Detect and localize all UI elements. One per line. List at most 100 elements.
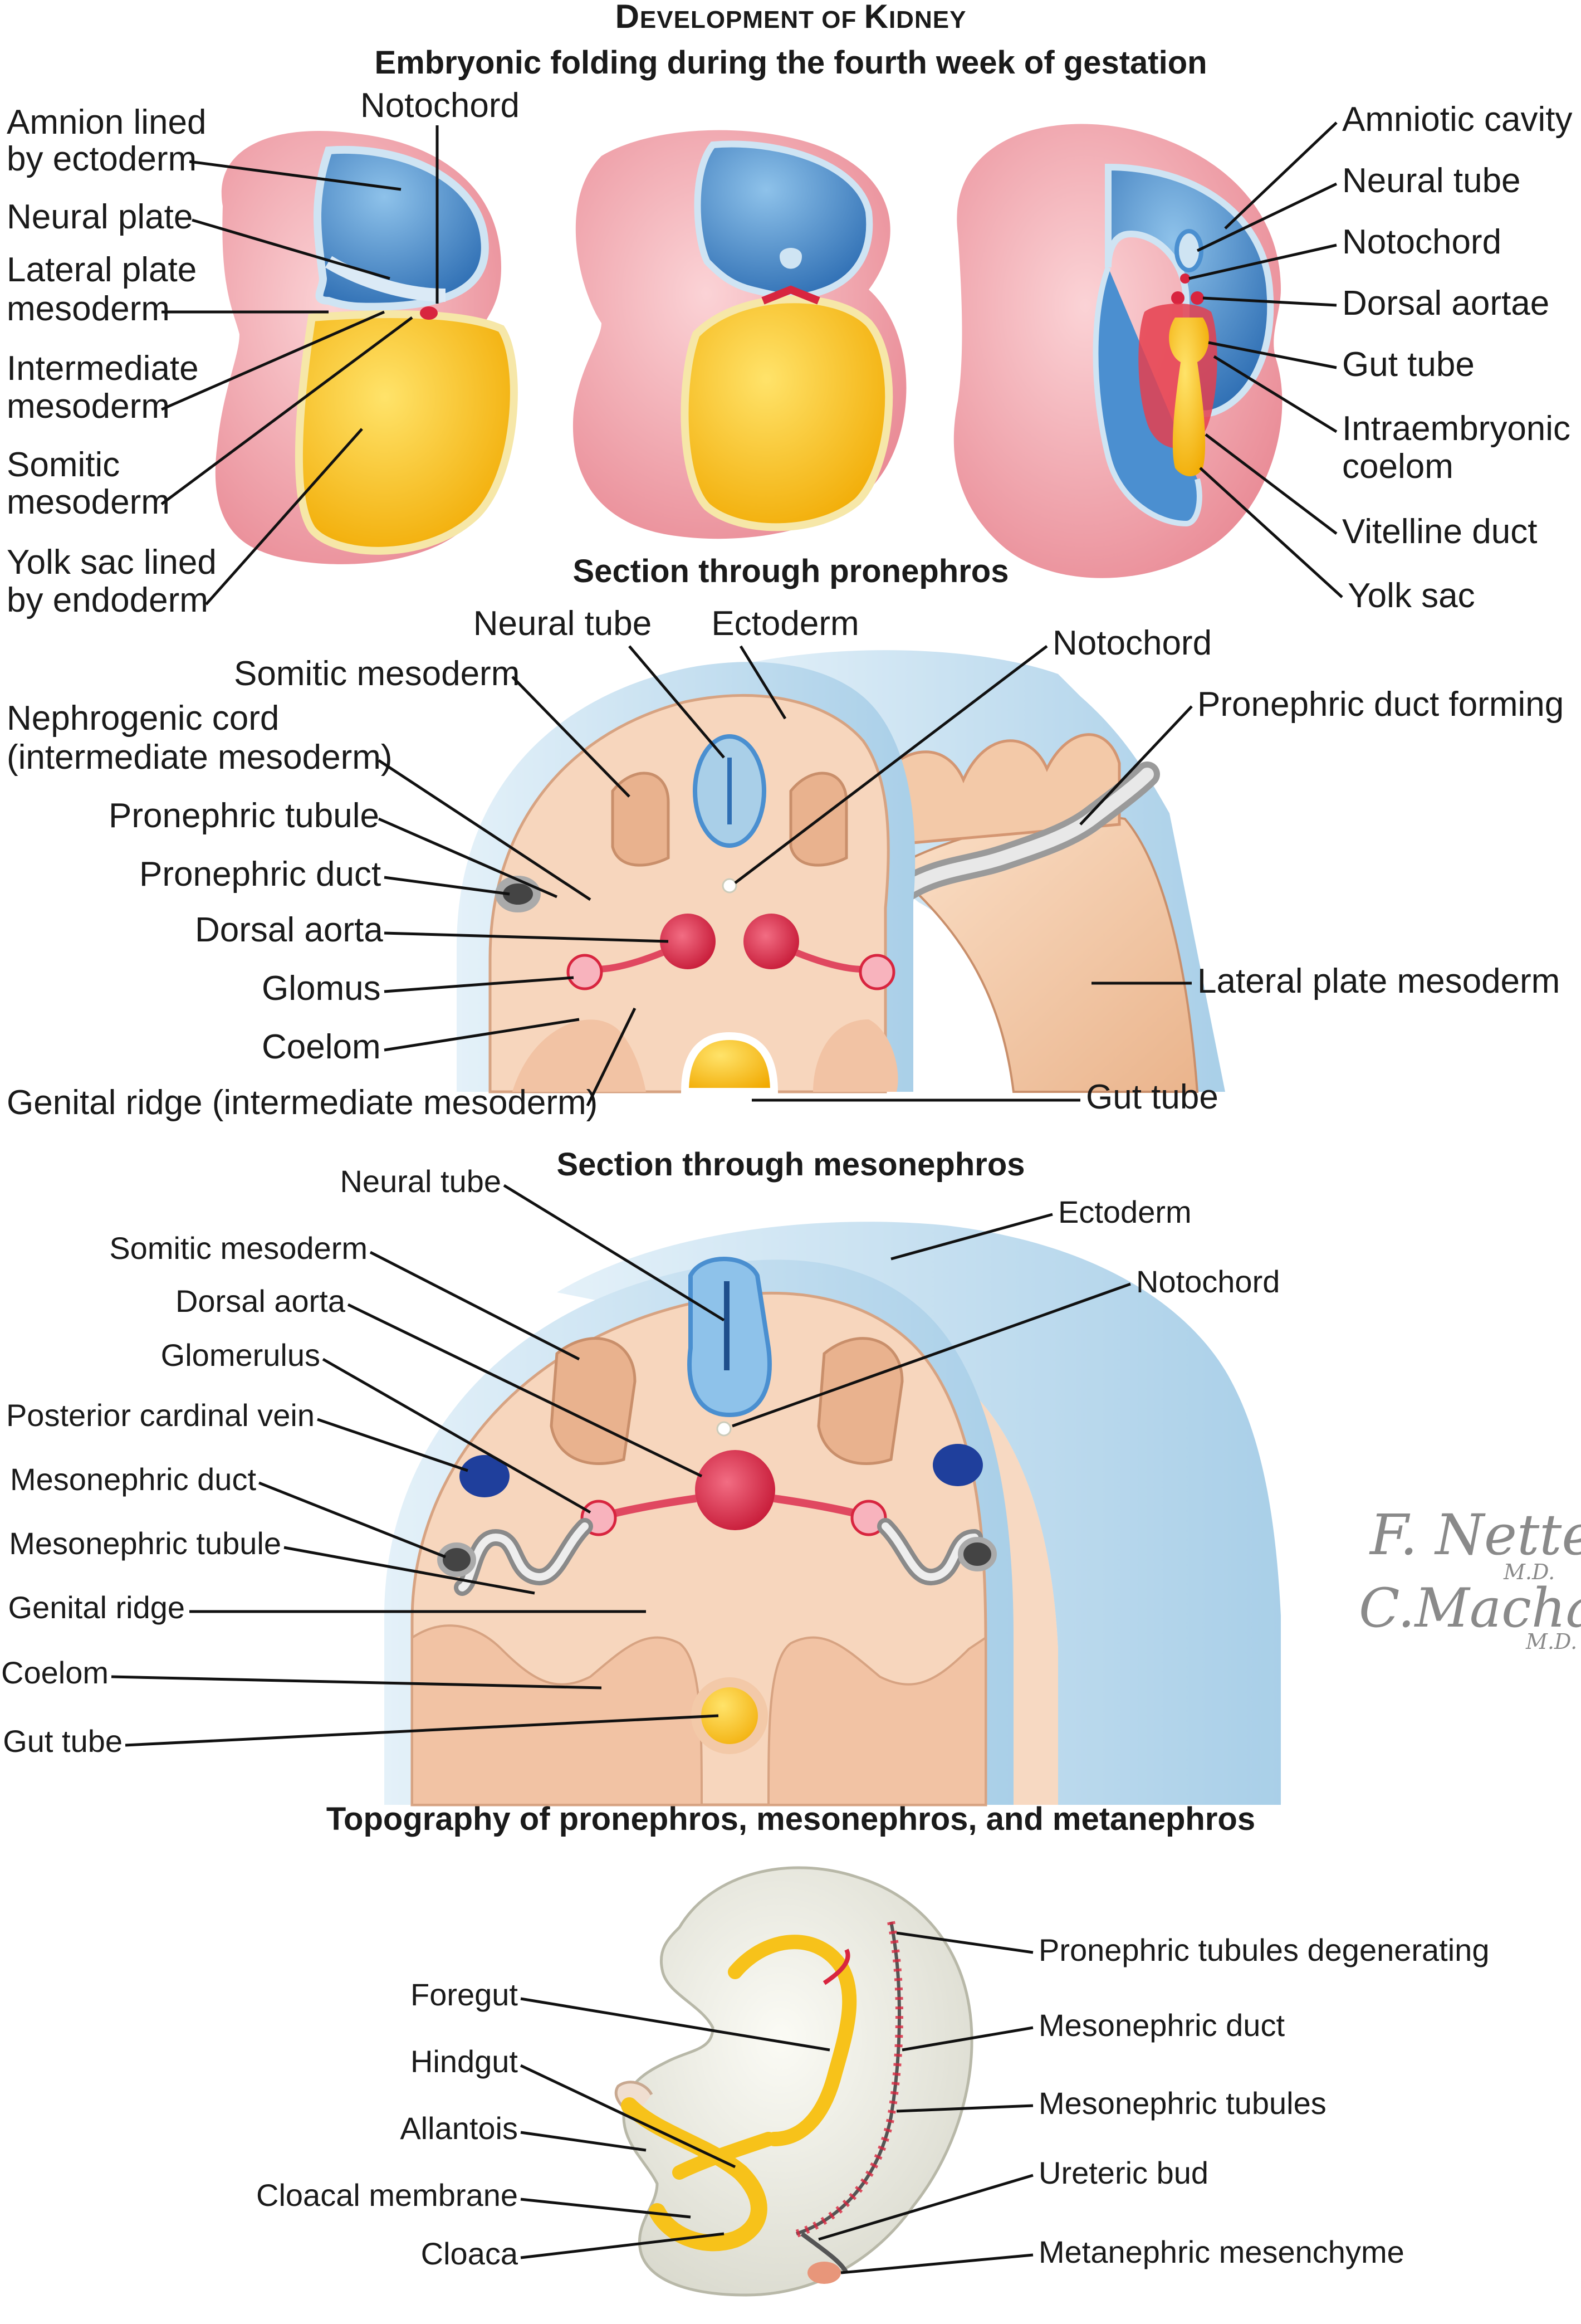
topo-mesonephric-tubules xyxy=(795,1921,903,2238)
embryo1-neural-plate xyxy=(325,256,446,302)
leader-neural-plate xyxy=(192,218,390,280)
leader-m-ectoderm xyxy=(890,1213,1053,1261)
topography-labels: Foregut Hindgut Allantois Cloacal membra… xyxy=(256,1931,1489,2274)
artist-signature: F. Netter M.D. C.Machado M.D. xyxy=(1359,1502,1581,1654)
label-p-somitic: Somitic mesoderm xyxy=(234,655,520,693)
embryo3-gut-tube xyxy=(1169,318,1209,476)
label-p-notochord: Notochord xyxy=(1053,624,1212,662)
folding-embryo-mid xyxy=(572,130,907,539)
topo-foregut xyxy=(728,1935,857,2146)
label-intermediate-1: Intermediate xyxy=(7,349,199,388)
label-m-cardinal-vein: Posterior cardinal vein xyxy=(6,1398,315,1433)
leader-neural-tube-r xyxy=(1196,182,1338,252)
embryo1-notochord xyxy=(420,306,438,320)
pronephros-glomus-vessel-right xyxy=(795,949,864,973)
leader-m-coelom xyxy=(111,1675,602,1690)
label-lateral-1: Lateral plate xyxy=(7,251,197,289)
label-p-nephrogenic-2: (intermediate mesoderm) xyxy=(7,738,393,777)
embryo2-neural-groove xyxy=(780,248,802,269)
leader-m-gut-tube xyxy=(125,1714,719,1747)
label-m-gut-tube: Gut tube xyxy=(3,1724,123,1759)
topography-title: Topography of pronephros, mesonephros, a… xyxy=(326,1801,1255,1837)
label-m-duct: Mesonephric duct xyxy=(10,1462,256,1497)
label-notochord-r: Notochord xyxy=(1342,223,1501,261)
leader-t-metanephric-mesenchyme xyxy=(840,2253,1034,2274)
leader-p-somitic xyxy=(511,676,630,798)
folding-title: Embryonic folding during the fourth week… xyxy=(374,45,1207,81)
mesonephros-section xyxy=(384,1222,1281,1807)
pronephros-coelom-left xyxy=(512,1019,646,1092)
leader-yolk xyxy=(205,428,363,606)
leader-p-duct xyxy=(384,876,510,896)
label-yolk-1: Yolk sac lined xyxy=(7,543,217,582)
label-m-dorsal-aorta: Dorsal aorta xyxy=(175,1283,346,1319)
label-somitic-2: mesoderm xyxy=(7,483,170,521)
leader-m-notochord xyxy=(732,1282,1131,1428)
folding-embryo-late xyxy=(953,124,1283,578)
mesonephros-duct-left xyxy=(437,1542,476,1577)
label-m-coelom: Coelom xyxy=(1,1655,109,1690)
leader-dorsal-aortae xyxy=(1202,296,1337,307)
leader-p-dorsal-aorta xyxy=(384,931,669,943)
label-t-foregut: Foregut xyxy=(410,1977,518,2012)
leader-p-genital-ridge xyxy=(586,1007,637,1107)
label-t-pronephric-tubules: Pronephric tubules degenerating xyxy=(1039,1932,1489,1967)
embryo3-aorta-left xyxy=(1171,291,1184,305)
label-p-glomus: Glomus xyxy=(262,969,381,1008)
leader-t-foregut xyxy=(520,1997,830,2052)
mesonephros-coelom-right xyxy=(767,1635,987,1806)
embryo3-neural-tube xyxy=(1174,229,1203,272)
signature-machado: C.Machado xyxy=(1359,1577,1581,1639)
label-t-cloaca: Cloaca xyxy=(421,2236,518,2271)
leader-m-glomerulus xyxy=(322,1358,591,1514)
topo-ureteric-bud xyxy=(800,2232,849,2274)
mesonephros-dorsal-aorta xyxy=(695,1450,775,1530)
mesonephros-labels: Neural tube Ectoderm Somitic mesoderm No… xyxy=(1,1164,1280,1759)
leader-p-nephrogenic xyxy=(378,759,591,901)
leader-yolk-sac-r xyxy=(1199,467,1343,598)
leader-t-hindgut xyxy=(520,2064,736,2169)
signature-netter: F. Netter xyxy=(1369,1502,1581,1568)
leader-gut-tube-r xyxy=(1208,341,1337,369)
leader-t-ureteric-bud xyxy=(818,2174,1034,2241)
label-p-tubule: Pronephric tubule xyxy=(109,797,379,835)
label-intraembryonic-2: coelom xyxy=(1342,447,1453,486)
label-m-tubule: Mesonephric tubule xyxy=(9,1526,281,1561)
leader-m-somitic xyxy=(369,1251,580,1361)
leader-m-dorsal-aorta xyxy=(347,1303,703,1478)
label-amnion-2: by ectoderm xyxy=(7,140,197,178)
label-dorsal-aortae: Dorsal aortae xyxy=(1342,284,1549,323)
leader-p-duct-forming xyxy=(1079,705,1193,826)
mesonephros-cardinal-vein-right xyxy=(933,1444,983,1486)
label-yolk-sac-r: Yolk sac xyxy=(1348,577,1475,615)
leader-t-cloaca xyxy=(520,2232,725,2259)
pronephros-glomus-left xyxy=(566,954,603,990)
mesonephros-notochord xyxy=(716,1421,732,1437)
label-amnion-1: Amnion lined xyxy=(7,103,206,141)
label-amniotic-cavity: Amniotic cavity xyxy=(1342,100,1572,139)
label-vitelline-duct: Vitelline duct xyxy=(1342,512,1537,551)
leader-m-duct xyxy=(258,1481,446,1559)
label-p-ectoderm: Ectoderm xyxy=(711,604,859,643)
embryo2-aortae xyxy=(761,285,820,305)
leader-p-notochord xyxy=(734,645,1048,884)
leader-t-allantois xyxy=(520,2131,647,2152)
leader-amniotic-cavity xyxy=(1224,121,1338,230)
label-somitic-1: Somitic xyxy=(7,446,120,484)
mesonephros-somite-right xyxy=(817,1337,904,1465)
label-m-notochord: Notochord xyxy=(1136,1264,1280,1299)
embryo3-notochord xyxy=(1180,274,1190,284)
label-t-ureteric-bud: Ureteric bud xyxy=(1039,2155,1208,2190)
signature-machado-md: M.D. xyxy=(1525,1629,1577,1654)
embryo2-yolk-sac xyxy=(681,295,893,531)
label-t-metanephric-mesenchyme: Metanephric mesenchyme xyxy=(1039,2234,1404,2269)
label-notochord-top: Notochord xyxy=(360,86,520,125)
leader-intraembryonic xyxy=(1213,355,1338,433)
leader-somitic xyxy=(160,316,413,506)
mesonephros-coelom-left xyxy=(411,1624,703,1806)
leader-t-mesonephric-tubules xyxy=(896,2104,1034,2113)
label-p-gut-tube: Gut tube xyxy=(1086,1078,1218,1116)
topography-embryo xyxy=(614,1866,973,2297)
label-m-genital-ridge: Genital ridge xyxy=(8,1590,185,1625)
